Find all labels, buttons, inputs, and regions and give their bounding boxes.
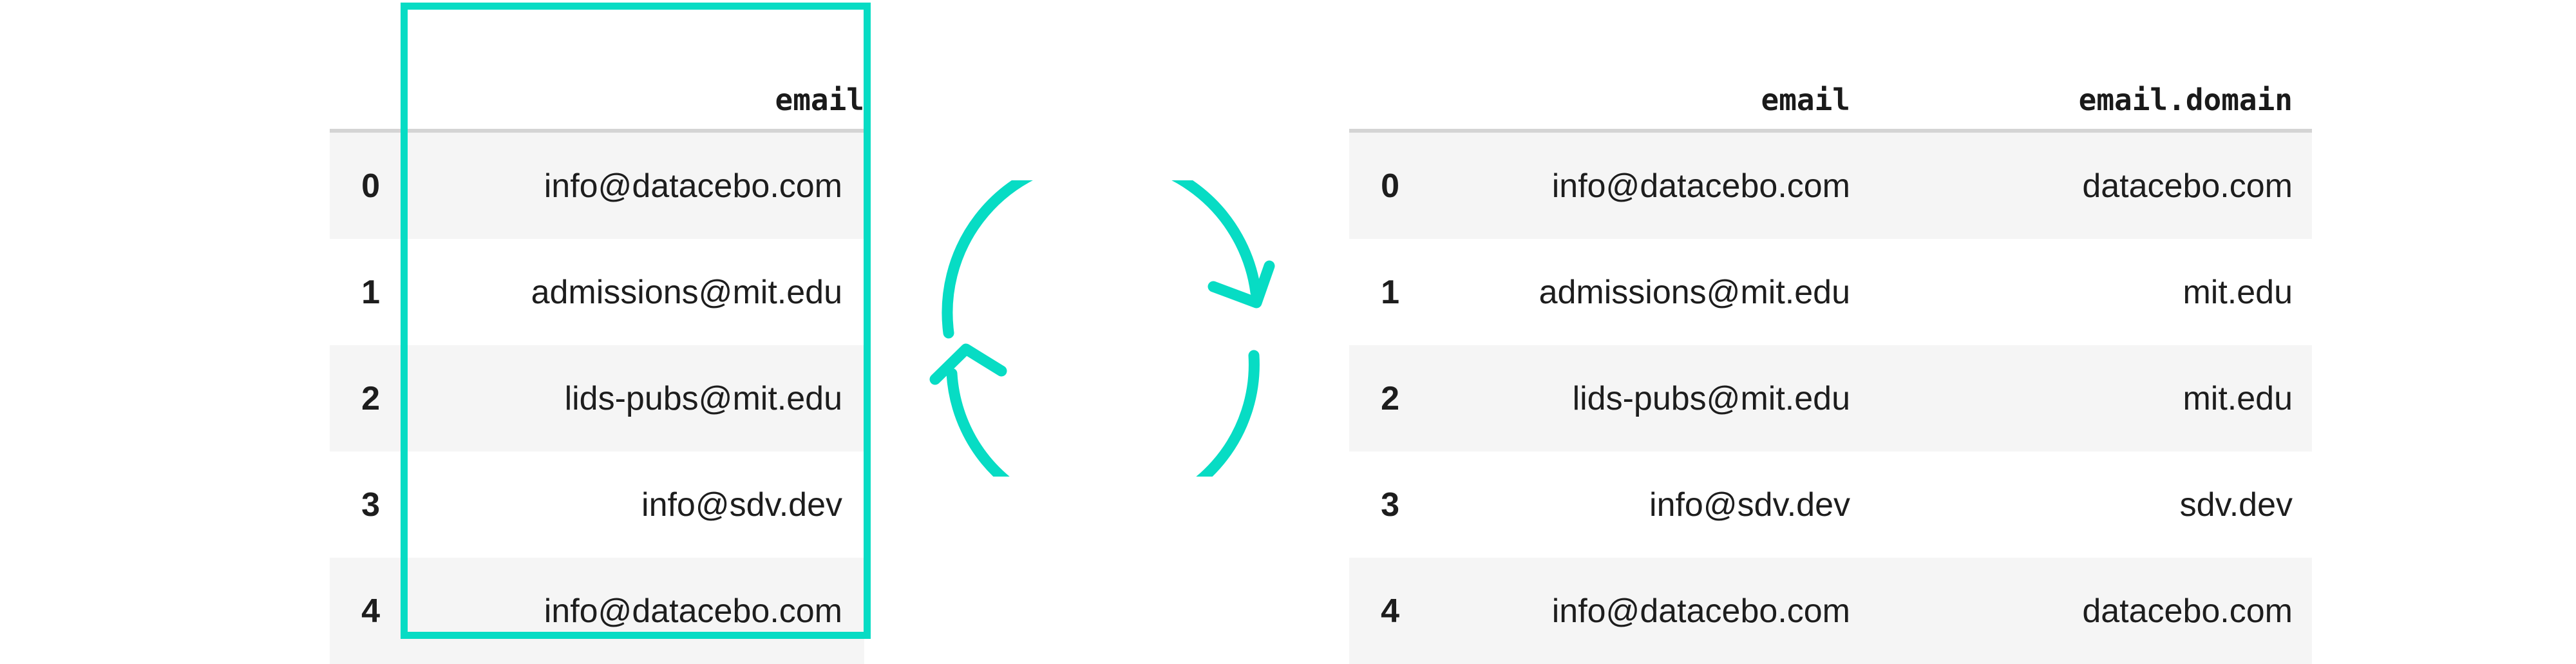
output-row-index: 2	[1349, 345, 1419, 451]
cycle-arc-top	[942, 180, 1262, 339]
output-column-header-email-domain: email.domain	[2078, 82, 2293, 117]
input-dataframe-table: email 0 info@datacebo.com 1 admissions@m…	[330, 0, 864, 664]
output-cell-domain: mit.edu	[1870, 239, 2312, 345]
table-row: 4 info@datacebo.com	[330, 558, 864, 664]
table-row: 3 info@sdv.dev sdv.dev	[1349, 451, 2312, 558]
input-cell-email: admissions@mit.edu	[399, 239, 864, 345]
input-cell-email: lids-pubs@mit.edu	[399, 345, 864, 451]
table-row: 1 admissions@mit.edu	[330, 239, 864, 345]
input-row-index: 3	[330, 451, 399, 558]
output-cell-email: admissions@mit.edu	[1419, 239, 1870, 345]
output-row-index: 1	[1349, 239, 1419, 345]
output-row-index: 3	[1349, 451, 1419, 558]
input-cell-email: info@sdv.dev	[399, 451, 864, 558]
cycle-arc-bottom	[946, 350, 1260, 477]
output-index-header	[1349, 0, 1419, 129]
table-row: 0 info@datacebo.com datacebo.com	[1349, 133, 2312, 239]
output-cell-domain: mit.edu	[1870, 345, 2312, 451]
table-row: 2 lids-pubs@mit.edu	[330, 345, 864, 451]
input-column-header-email: email	[775, 82, 864, 117]
input-row-index: 2	[330, 345, 399, 451]
output-cell-domain: datacebo.com	[1870, 558, 2312, 664]
table-row: 4 info@datacebo.com datacebo.com	[1349, 558, 2312, 664]
input-index-header	[330, 0, 399, 129]
output-cell-email: info@sdv.dev	[1419, 451, 1870, 558]
cycle-arrowhead-right	[1208, 260, 1275, 308]
output-cell-email: info@datacebo.com	[1419, 558, 1870, 664]
output-column-header-email: email	[1761, 82, 1850, 117]
output-row-index: 4	[1349, 558, 1419, 664]
output-cell-domain: sdv.dev	[1870, 451, 2312, 558]
output-cell-email: info@datacebo.com	[1419, 133, 1870, 239]
table-row: 1 admissions@mit.edu mit.edu	[1349, 239, 2312, 345]
input-header-rule	[330, 129, 864, 133]
table-row: 3 info@sdv.dev	[330, 451, 864, 558]
cycle-arrowhead-left	[929, 343, 1007, 385]
input-row-index: 1	[330, 239, 399, 345]
output-table-header: email email.domain	[1349, 0, 2312, 133]
input-cell-email: info@datacebo.com	[399, 133, 864, 239]
diagram-canvas: email 0 info@datacebo.com 1 admissions@m…	[330, 3, 2312, 639]
input-row-index: 0	[330, 133, 399, 239]
table-row: 2 lids-pubs@mit.edu mit.edu	[1349, 345, 2312, 451]
output-dataframe-table: email email.domain 0 info@datacebo.com d…	[1349, 0, 2312, 664]
output-table-body: 0 info@datacebo.com datacebo.com 1 admis…	[1349, 133, 2312, 664]
input-row-index: 4	[330, 558, 399, 664]
input-cell-email: info@datacebo.com	[399, 558, 864, 664]
table-row: 0 info@datacebo.com	[330, 133, 864, 239]
output-cell-email: lids-pubs@mit.edu	[1419, 345, 1870, 451]
output-header-rule	[1349, 129, 2312, 133]
input-table-body: 0 info@datacebo.com 1 admissions@mit.edu…	[330, 133, 864, 664]
output-cell-domain: datacebo.com	[1870, 133, 2312, 239]
cycle-arrows-icon	[927, 180, 1275, 477]
output-row-index: 0	[1349, 133, 1419, 239]
input-table-header: email	[330, 0, 864, 133]
